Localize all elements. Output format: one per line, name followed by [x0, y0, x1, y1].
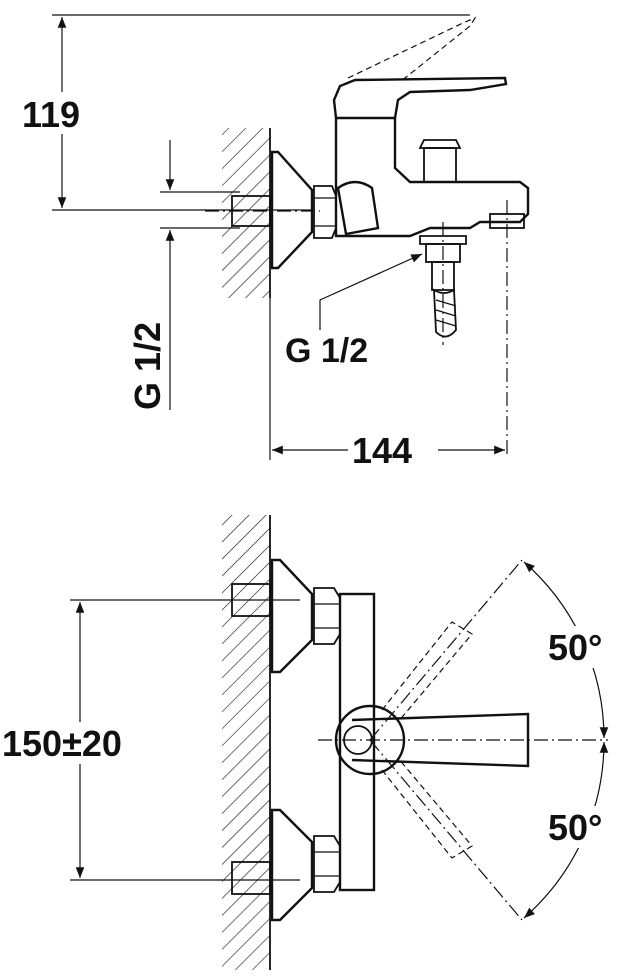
lever-handle	[332, 76, 508, 119]
inlet-connector-lower	[231, 861, 271, 895]
plan-view	[0, 515, 625, 970]
outlet-thread-leader	[319, 253, 423, 330]
flange-lower	[270, 808, 314, 922]
inlet-connector-upper	[231, 583, 271, 617]
lever-lower-position	[381, 757, 473, 859]
mixer-body-plan	[338, 592, 376, 892]
hex-nut-lower	[313, 835, 341, 893]
flange	[270, 150, 314, 270]
mixer-body	[334, 116, 530, 238]
hex-nut	[313, 185, 337, 239]
diverter-knob	[423, 147, 457, 183]
outlet-thread-label: G 1/2	[285, 332, 368, 370]
side-view	[20, 14, 530, 470]
projection-label: 144	[352, 430, 412, 471]
wall-hatch-top	[222, 128, 270, 298]
shower-hose	[433, 288, 457, 338]
lever-upper-position	[381, 621, 473, 723]
cartridge-cap	[336, 180, 380, 236]
outlet-connector-top	[419, 235, 467, 245]
height-label: 119	[22, 94, 80, 135]
flange-upper	[270, 558, 314, 674]
angle-lower-label: 50°	[548, 807, 602, 848]
spacing-label: 150±20	[2, 723, 122, 764]
lever-open-position	[347, 16, 477, 83]
hex-nut-upper	[313, 587, 341, 645]
angle-upper-label: 50°	[548, 627, 602, 668]
inlet-thread-label: G 1/2	[127, 322, 168, 410]
